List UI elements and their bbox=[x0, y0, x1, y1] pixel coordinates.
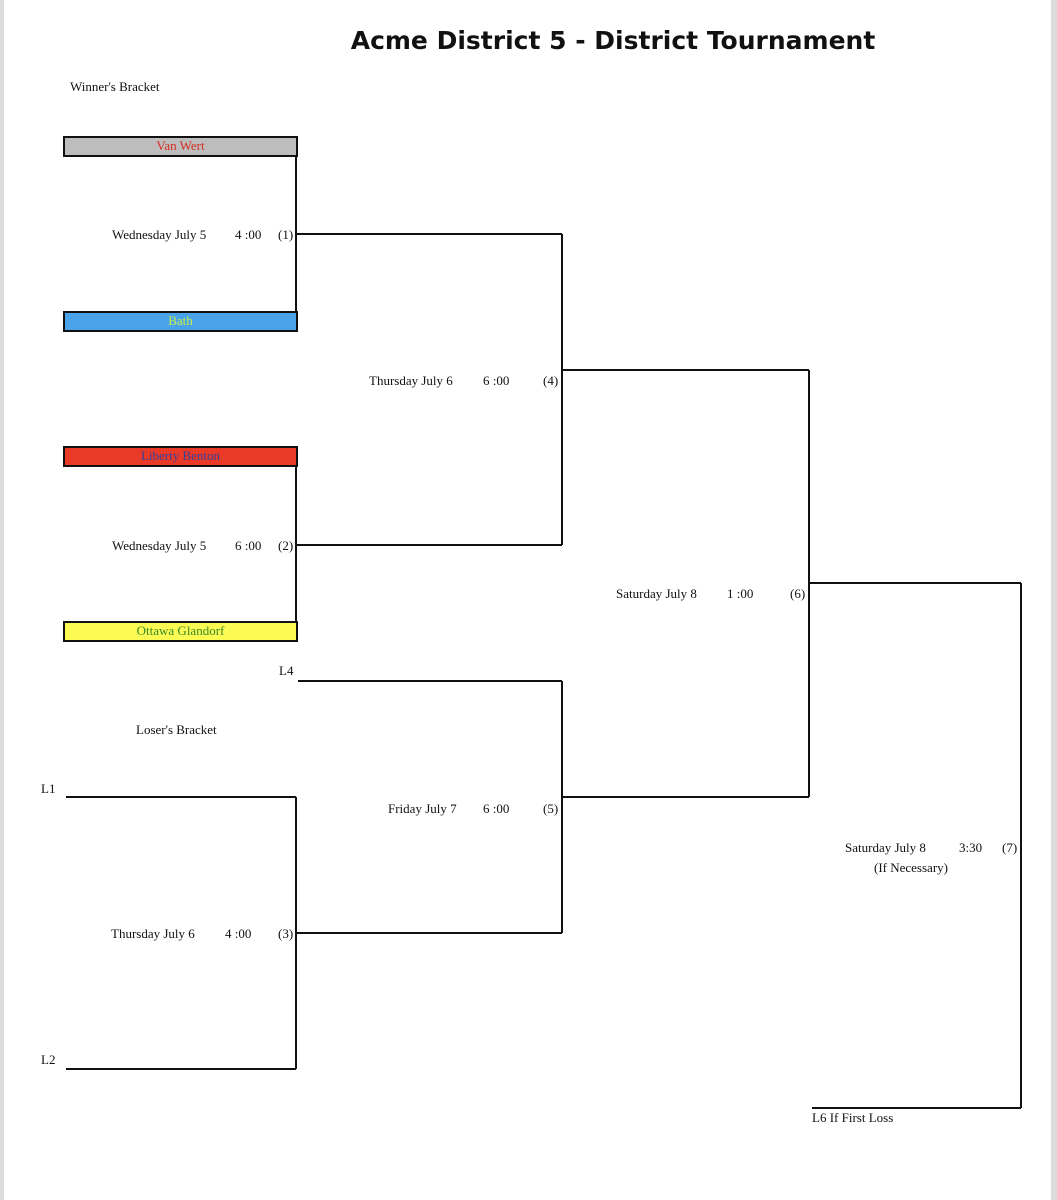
team-van-wert: Van Wert bbox=[63, 136, 298, 157]
game-4-time: 6 :00 bbox=[483, 373, 510, 388]
winners-bracket-heading: Winner's Bracket bbox=[70, 79, 160, 94]
game-6-day: Saturday July 8 bbox=[616, 586, 697, 601]
game-5-day: Friday July 7 bbox=[388, 801, 457, 816]
slot-l1-label: L1 bbox=[41, 781, 56, 796]
game-6-number: (6) bbox=[790, 586, 806, 601]
game-4-day: Thursday July 6 bbox=[369, 373, 453, 388]
game-3-time: 4 :00 bbox=[225, 926, 252, 941]
game-7-note: (If Necessary) bbox=[874, 860, 948, 875]
game-3-day: Thursday July 6 bbox=[111, 926, 195, 941]
game-1-time: 4 :00 bbox=[235, 227, 262, 242]
team-bath: Bath bbox=[63, 311, 298, 332]
game-6-time: 1 :00 bbox=[727, 586, 754, 601]
team-ottawa-glandorf: Ottawa Glandorf bbox=[63, 621, 298, 642]
game-7-number: (7) bbox=[1002, 840, 1018, 855]
slot-l2-label: L2 bbox=[41, 1052, 56, 1067]
game-2-number: (2) bbox=[278, 538, 294, 553]
game-7-day: Saturday July 8 bbox=[845, 840, 926, 855]
page-title: Acme District 5 - District Tournament bbox=[350, 26, 876, 55]
slot-l6-label: L6 If First Loss bbox=[812, 1110, 894, 1125]
game-5-number: (5) bbox=[543, 801, 559, 816]
game-7-time: 3:30 bbox=[959, 840, 983, 855]
slot-l4-label: L4 bbox=[279, 663, 294, 678]
game-2-day: Wednesday July 5 bbox=[112, 538, 207, 553]
game-3-number: (3) bbox=[278, 926, 294, 941]
losers-bracket-heading: Loser's Bracket bbox=[136, 722, 217, 737]
team-liberty-benton: Liberty Benton bbox=[63, 446, 298, 467]
game-1-number: (1) bbox=[278, 227, 294, 242]
game-4-number: (4) bbox=[543, 373, 559, 388]
game-1-day: Wednesday July 5 bbox=[112, 227, 207, 242]
game-2-time: 6 :00 bbox=[235, 538, 262, 553]
game-5-time: 6 :00 bbox=[483, 801, 510, 816]
